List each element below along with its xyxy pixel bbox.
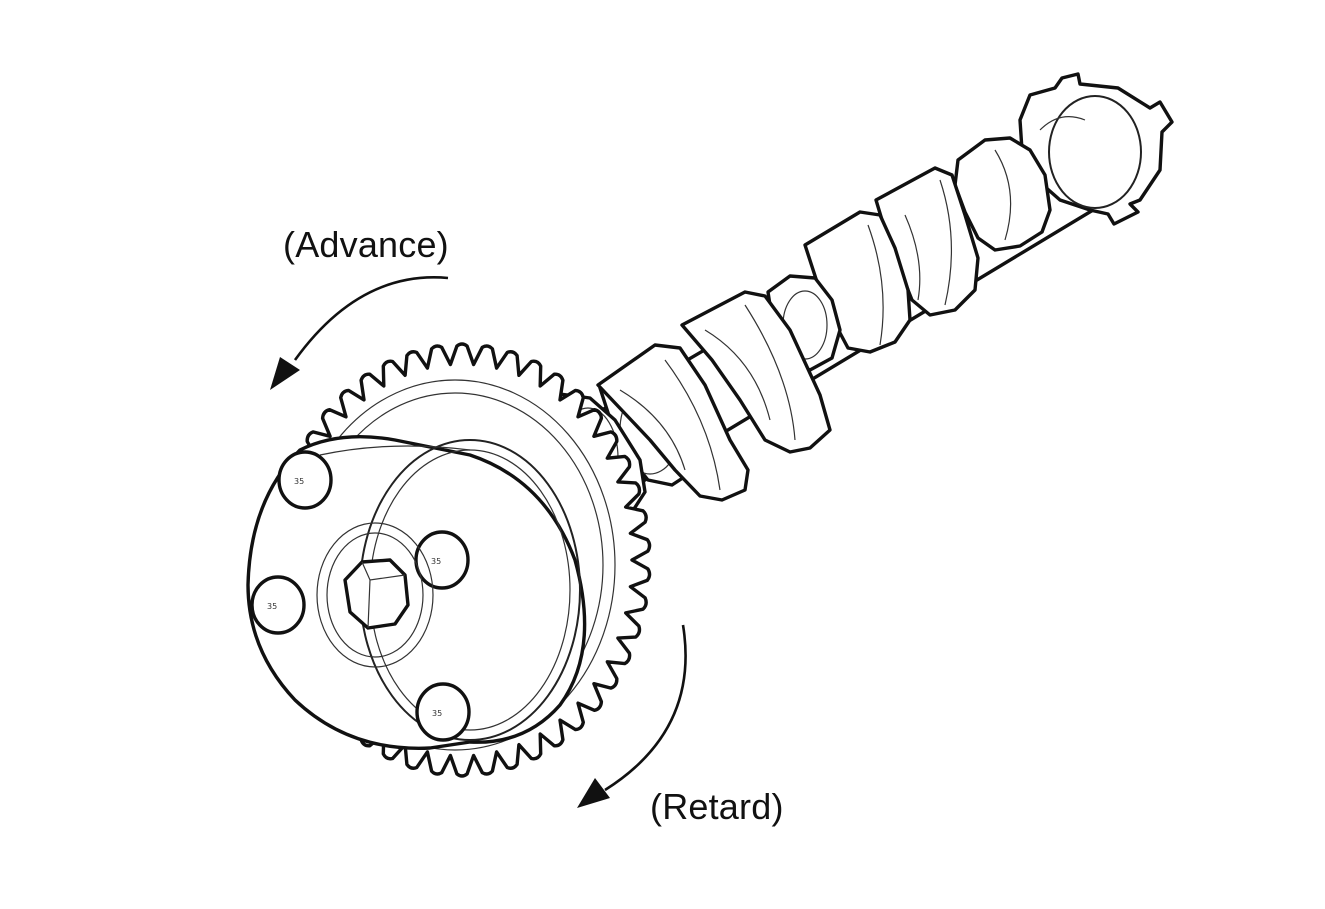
- bolt-left: [250, 575, 306, 635]
- bolt-top: [277, 450, 333, 510]
- retard-arrowhead: [577, 778, 610, 808]
- advance-arrow: [270, 276, 449, 390]
- advance-label: (Advance): [283, 224, 449, 265]
- bolt-left-mark: 35: [267, 602, 277, 611]
- phaser-bolts: 35 35 35 35: [250, 450, 471, 742]
- retard-arrow: [577, 624, 687, 808]
- bolt-right-mark: 35: [431, 557, 441, 566]
- advance-arrowhead: [270, 357, 300, 390]
- center-bolt: [316, 522, 434, 668]
- bolt-top-mark: 35: [294, 477, 304, 486]
- bolt-right: [414, 530, 470, 590]
- retard-label: (Retard): [650, 786, 784, 827]
- cvvt-phaser: [246, 435, 587, 750]
- camshaft-lobes: [530, 136, 1052, 524]
- bolt-bottom: [415, 682, 471, 742]
- bolt-bottom-mark: 35: [432, 709, 442, 718]
